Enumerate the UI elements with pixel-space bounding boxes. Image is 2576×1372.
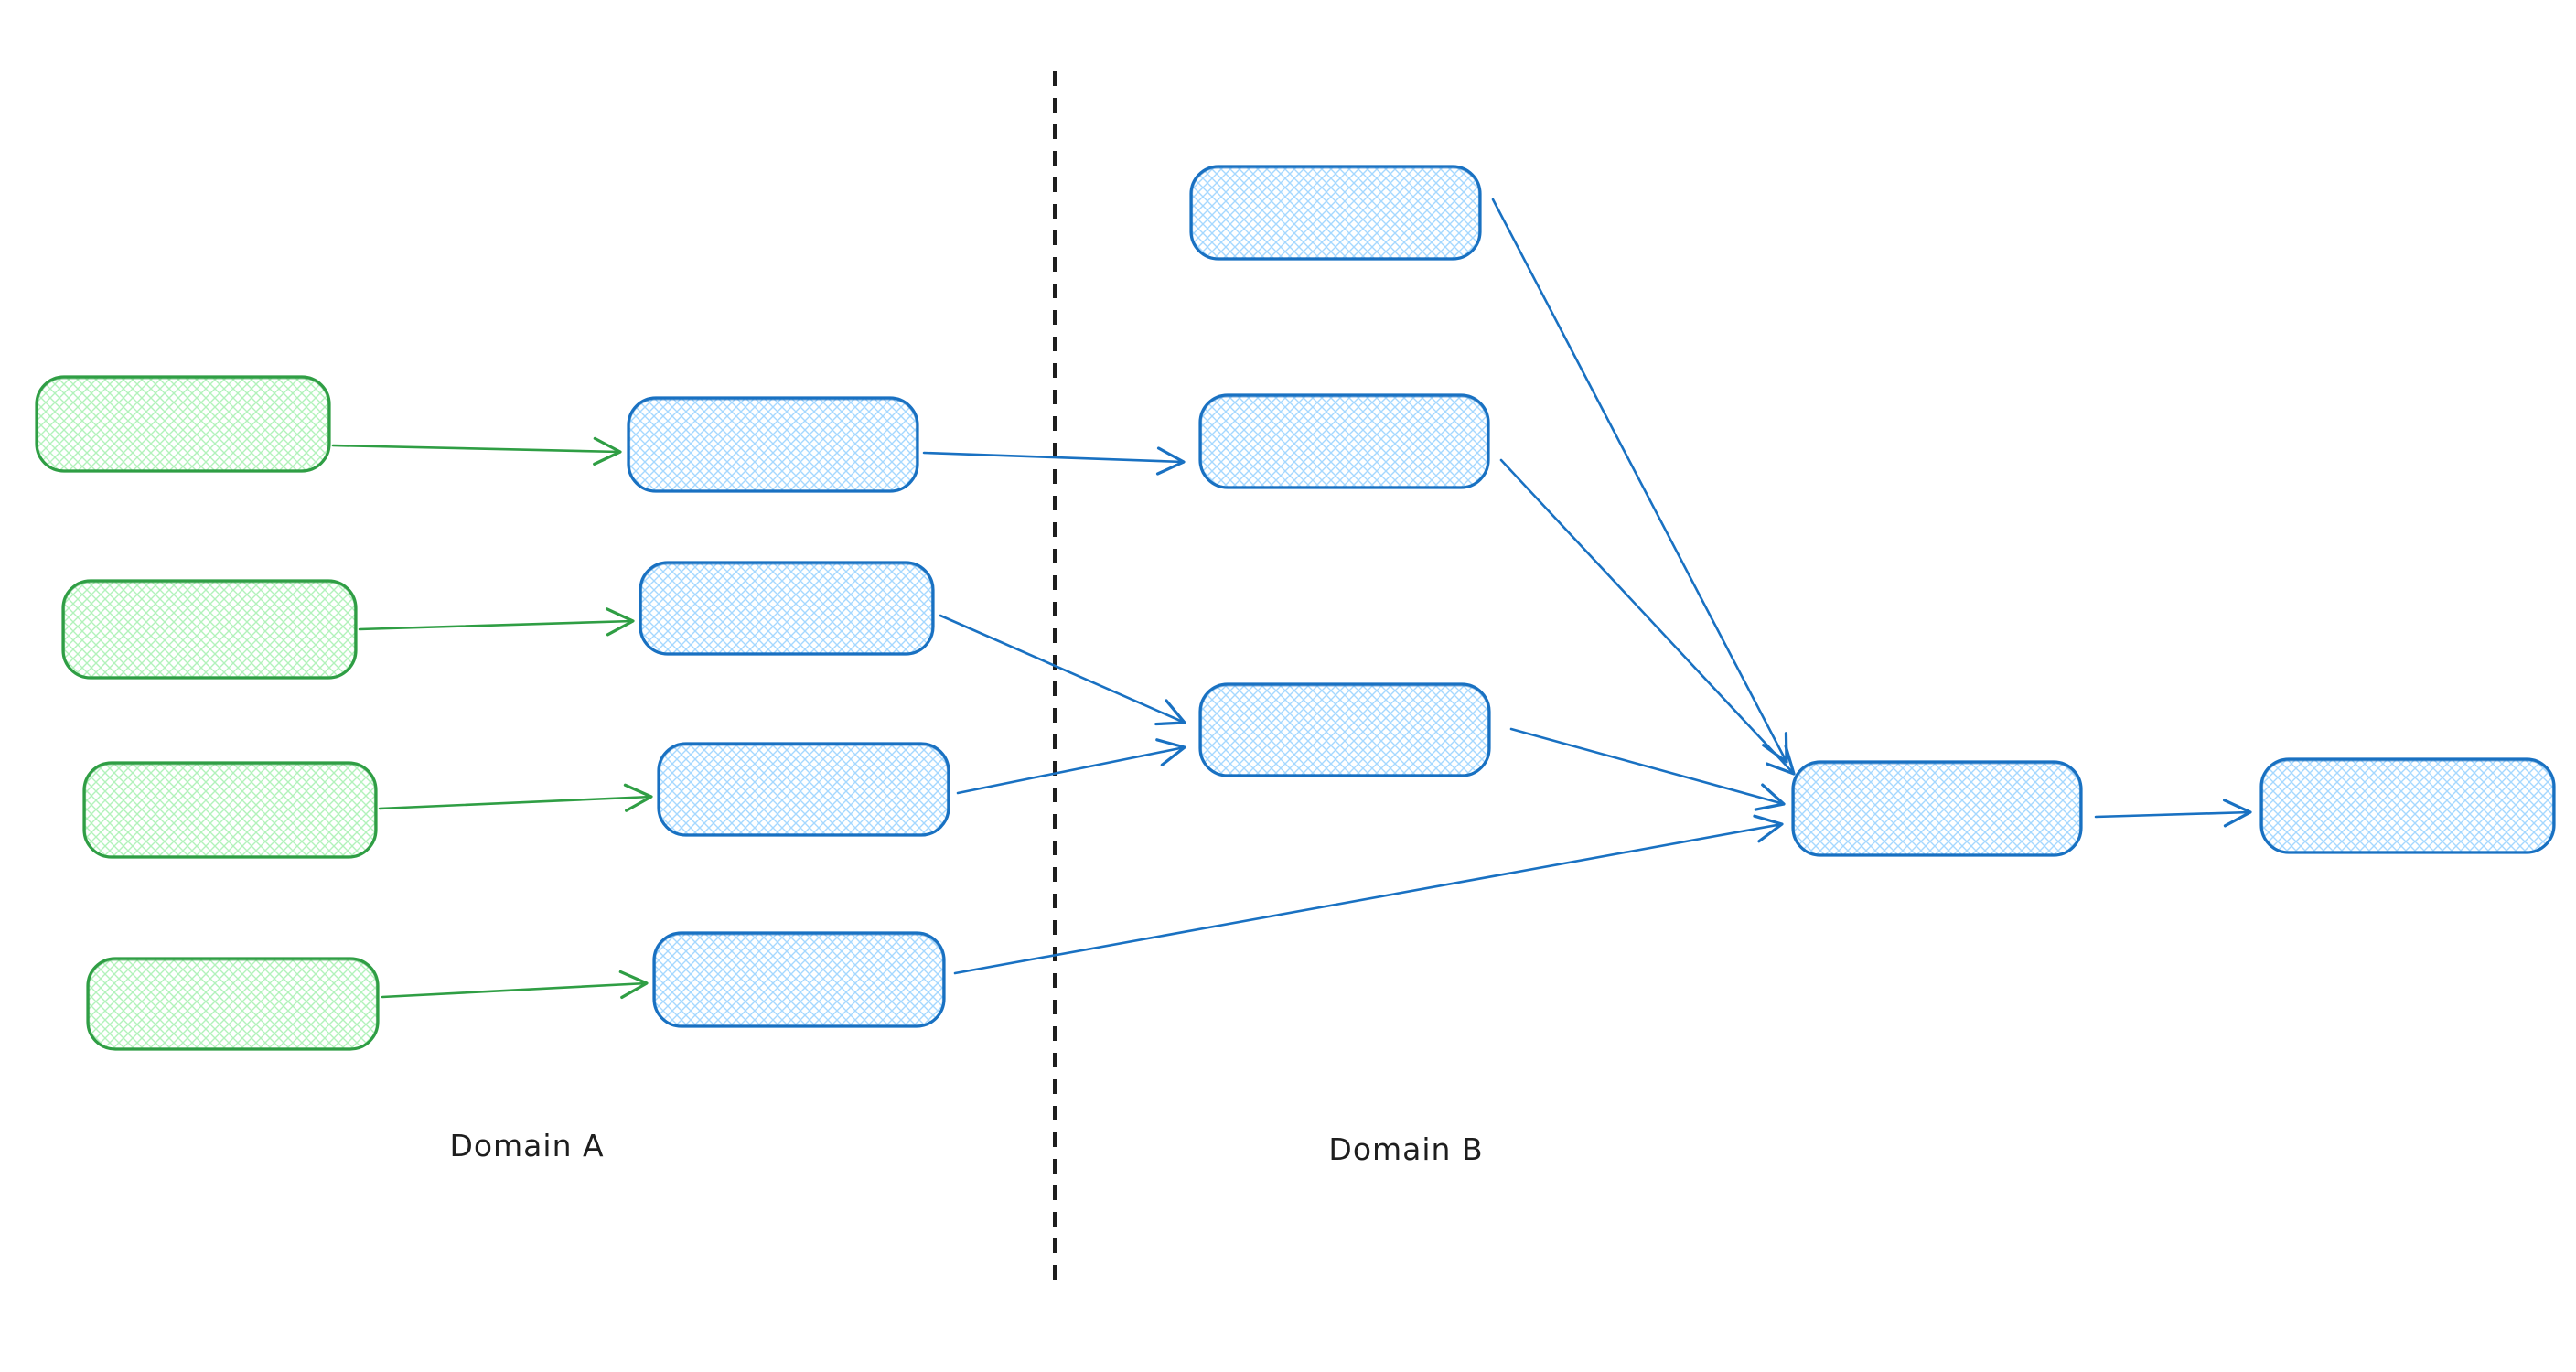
edge-merge-output bbox=[2094, 799, 2252, 828]
domain-a-source-3 bbox=[82, 761, 378, 859]
domain-b-merge-node bbox=[1791, 760, 2083, 857]
edge-node3-merge bbox=[1509, 727, 1786, 811]
domain-b-node-1 bbox=[1189, 165, 1482, 261]
domain-b-node-2 bbox=[1198, 393, 1490, 489]
edge-stage4-merge bbox=[953, 814, 1784, 975]
edge-stage1-node2 bbox=[922, 446, 1186, 476]
domain-a-stage-4 bbox=[652, 931, 946, 1028]
domain-a-source-4 bbox=[86, 957, 380, 1051]
edge-source4-stage4 bbox=[381, 970, 649, 1000]
domain-a-stage-2 bbox=[639, 561, 935, 656]
edge-node1-merge bbox=[1491, 198, 1788, 764]
domain-a-source-1 bbox=[35, 375, 331, 473]
edge-stage3-node3 bbox=[956, 738, 1186, 795]
domain-b-label: Domain B bbox=[1328, 1131, 1483, 1167]
domain-a-stage-1 bbox=[627, 396, 919, 493]
domain-a-stage-3 bbox=[657, 742, 950, 837]
edge-source3-stage3 bbox=[378, 783, 653, 812]
domain-a-source-2 bbox=[61, 579, 358, 680]
edge-node2-merge bbox=[1499, 458, 1796, 776]
edge-stage2-node3 bbox=[939, 614, 1186, 726]
domain-a-label: Domain A bbox=[449, 1128, 604, 1163]
edge-source1-stage1 bbox=[331, 436, 622, 466]
edge-source2-stage2 bbox=[358, 607, 635, 637]
domain-b-node-3 bbox=[1198, 682, 1491, 777]
domain-b-output-node bbox=[2259, 757, 2556, 854]
